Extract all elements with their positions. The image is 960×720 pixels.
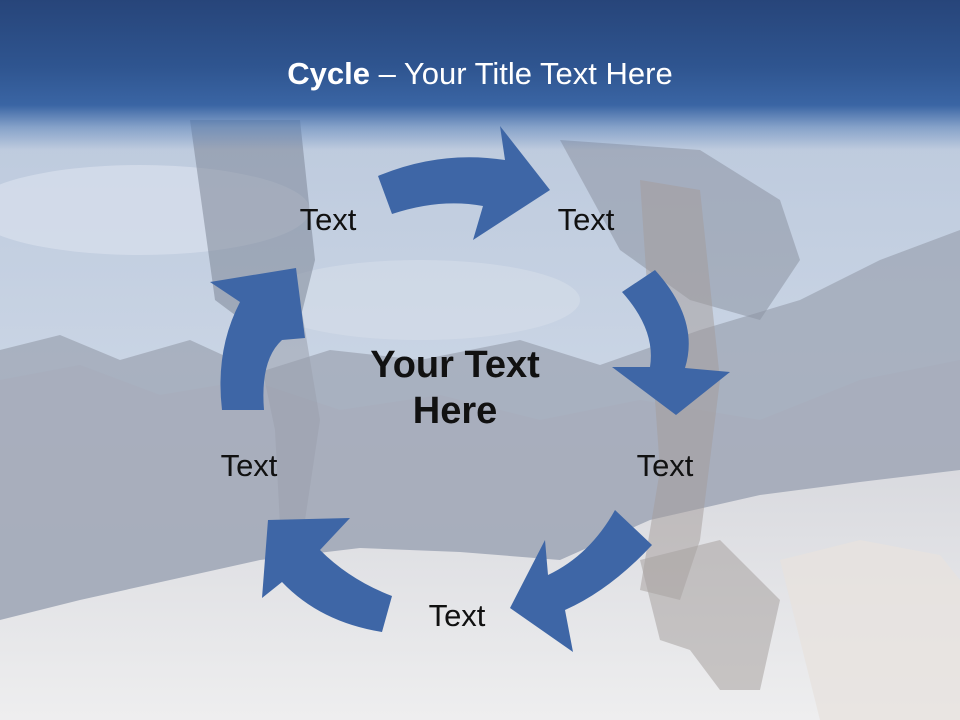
curved-arrow-icon xyxy=(510,510,652,652)
cycle-node-1: Text xyxy=(299,202,357,237)
title-bold: Cycle xyxy=(287,56,370,91)
curved-arrow-icon xyxy=(262,518,392,632)
cycle-node-5: Text xyxy=(220,448,278,483)
center-text: Your Text Here xyxy=(330,342,580,434)
title-rest: – Your Title Text Here xyxy=(370,56,673,91)
cycle-node-2: Text xyxy=(557,202,615,237)
center-text-line-2: Here xyxy=(412,390,498,432)
cycle-node-4: Text xyxy=(428,598,486,633)
curved-arrow-icon xyxy=(210,268,305,410)
cycle-node-3: Text xyxy=(636,448,694,483)
title-bar xyxy=(0,0,960,150)
center-text-line-1: Your Text xyxy=(370,344,540,386)
curved-arrow-icon xyxy=(378,126,550,240)
curved-arrow-icon xyxy=(612,270,730,415)
slide-title: Cycle – Your Title Text Here xyxy=(0,56,960,92)
